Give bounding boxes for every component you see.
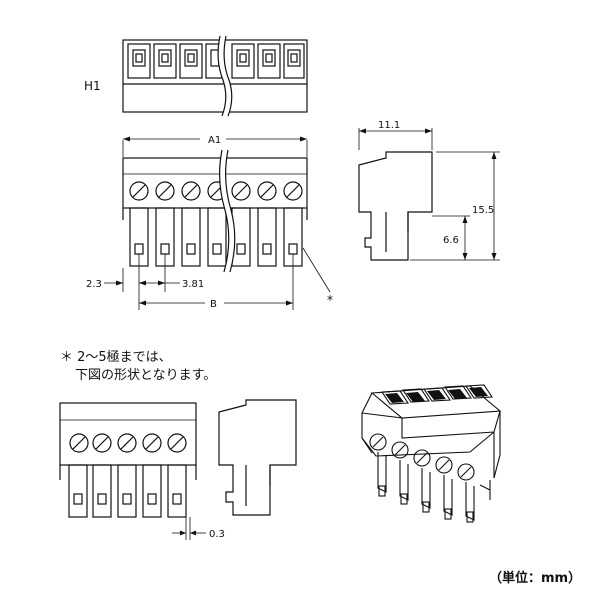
h1-label: H1 <box>84 79 101 93</box>
screw-row <box>129 181 303 201</box>
asterisk-label: * <box>327 293 333 307</box>
break-line <box>219 149 230 273</box>
top-view-cells <box>127 43 305 79</box>
side-view <box>358 128 500 261</box>
asterisk-leader <box>302 247 331 293</box>
small-side-view <box>218 399 297 516</box>
dim-3-81-label: 3.81 <box>182 279 204 290</box>
note-line-1: ＊ 2～5極までは、 <box>60 350 172 365</box>
break-line <box>225 149 236 273</box>
top-view-outline <box>122 39 308 113</box>
dim-0-3-label: 0.3 <box>209 529 225 540</box>
a1-label: A1 <box>208 135 221 146</box>
dim-6-6-label: 6.6 <box>443 235 459 246</box>
b-label: B <box>210 299 217 310</box>
front-body <box>122 157 308 209</box>
dim-15-5-label: 15.5 <box>472 205 494 216</box>
socket-row <box>122 207 308 267</box>
dim-2-3-label: 2.3 <box>86 279 102 290</box>
dim-11-1-label: 11.1 <box>378 120 400 131</box>
break-line <box>223 35 233 117</box>
top-view <box>122 35 308 118</box>
isometric-view <box>361 384 502 523</box>
front-view <box>104 136 331 310</box>
note-line-2: 下図の形状となります。 <box>75 368 217 383</box>
small-front-view <box>59 402 206 540</box>
break-mask <box>218 35 232 118</box>
unit-label: （単位：mm） <box>489 571 582 586</box>
break-line <box>217 35 227 117</box>
